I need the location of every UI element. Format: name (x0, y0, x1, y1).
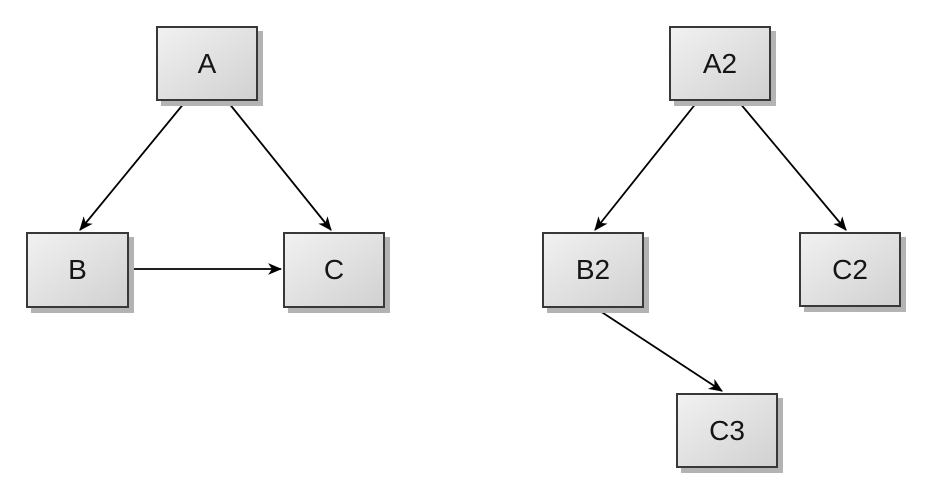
node-label: C2 (832, 253, 868, 285)
node-B2[interactable]: B2 (542, 232, 644, 308)
node-label: B2 (575, 254, 611, 285)
edge-A-B[interactable] (79, 101, 186, 231)
edge-A-C[interactable] (227, 101, 332, 231)
node-B[interactable]: B (26, 232, 129, 308)
node-label: A (197, 47, 217, 79)
edge-A2-B2[interactable] (594, 101, 698, 231)
node-label: A2 (702, 47, 738, 79)
edge-A2-C2[interactable] (738, 101, 847, 231)
node-label: C3 (709, 414, 745, 446)
node-C3[interactable]: C3 (676, 393, 778, 468)
node-A[interactable]: A (156, 26, 258, 101)
node-A2[interactable]: A2 (669, 26, 771, 101)
node-label: B (68, 254, 87, 285)
node-C2[interactable]: C2 (799, 232, 901, 307)
edge-B2-C3[interactable] (596, 308, 723, 392)
node-label: C (323, 254, 345, 285)
node-C[interactable]: C (283, 232, 385, 308)
